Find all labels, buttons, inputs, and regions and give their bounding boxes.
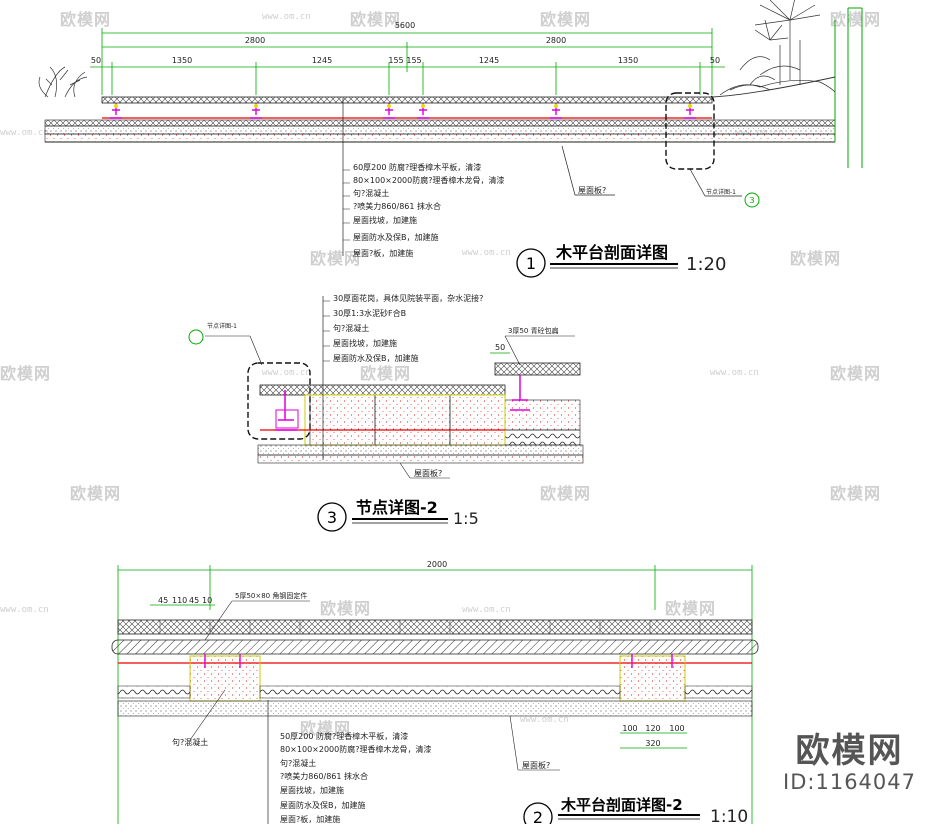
detail2-dim-b1: 120 bbox=[645, 724, 660, 733]
detail1-note-1: 80×100×2000防腐?理香樟木龙骨，清漆 bbox=[353, 175, 504, 185]
watermark-text: 欧模网 bbox=[0, 364, 52, 383]
detail2-dim-l0: 45 bbox=[158, 596, 168, 605]
watermark-url: www.om.cn bbox=[0, 128, 49, 138]
detail2-concrete-label: 句?混凝土 bbox=[172, 737, 208, 747]
watermark-text: 欧模网 bbox=[830, 364, 882, 383]
watermark-url: www.om.cn bbox=[710, 368, 759, 378]
detail1-supports bbox=[110, 103, 696, 119]
detail3-note-2: 句?混凝土 bbox=[333, 323, 369, 333]
detail2-scale: 1:10 bbox=[710, 807, 748, 824]
detail2-note-5: 屋面防水及保B，加建施 bbox=[280, 800, 366, 810]
brand-logo: 欧模网 bbox=[795, 731, 904, 771]
detail1-node-ref: 节点详图-1 bbox=[706, 188, 736, 196]
detail1-dim-row: 50 1350 1245 155 155 1245 1350 50 bbox=[91, 56, 720, 65]
detail1-roof-label: 屋面板? bbox=[578, 185, 606, 195]
watermark-text: 欧模网 bbox=[790, 249, 842, 268]
detail1-number: 1 bbox=[526, 254, 536, 273]
detail1-dim-total: 5600 bbox=[395, 21, 415, 30]
detail3-note-3: 屋面找坡，加建施 bbox=[333, 338, 397, 348]
detail1-plants-left bbox=[38, 66, 88, 98]
detail2-dim-l2: 45 bbox=[189, 596, 199, 605]
watermark-url: www.om.cn bbox=[462, 605, 511, 615]
detail2-note-4: 屋面找坡，加建施 bbox=[280, 785, 344, 795]
detail2-notes: 50厚200 防腐?理香樟木平板，清漆 80×100×2000防腐?理香樟木龙骨… bbox=[280, 731, 431, 824]
brand-id: ID:1164047 bbox=[783, 770, 916, 794]
detail2-number: 2 bbox=[533, 808, 543, 824]
watermark-text: 欧模网 bbox=[300, 719, 352, 738]
detail1-dim-0: 50 bbox=[91, 56, 101, 65]
detail1-dim-1: 1350 bbox=[172, 56, 192, 65]
detail3-roof-label: 屋面板? bbox=[414, 468, 442, 478]
detail1-dim-5: 1245 bbox=[479, 56, 499, 65]
detail3-note-1: 30厚1:3水泥砂F合B bbox=[333, 308, 406, 318]
detail1-node-ref-num: 3 bbox=[749, 196, 754, 205]
detail1-dim-6: 1350 bbox=[618, 56, 638, 65]
detail1-dim-half-left: 2800 bbox=[245, 36, 265, 45]
detail-1-section: 5600 2800 2800 50 1350 1245 155 155 1245… bbox=[38, 0, 863, 278]
detail3-notes: 30厚面花岗，具体见院装平面，杂水泥接? 30厚1:3水泥砂F合B 句?混凝土 … bbox=[333, 293, 483, 363]
detail2-title: 木平台剖面详图-2 bbox=[560, 796, 683, 814]
detail3-top-note: 3厚50 青砼包扁 bbox=[508, 326, 559, 335]
detail2-note-3: ?喷美力860/861 抹水合 bbox=[280, 771, 368, 781]
detail2-dim-total: 2000 bbox=[427, 560, 447, 569]
watermark-text: 欧模网 bbox=[830, 484, 882, 503]
watermark-url: www.om.cn bbox=[262, 368, 311, 378]
watermark-text: 欧模网 bbox=[540, 10, 592, 29]
watermark-text: 欧模网 bbox=[70, 484, 122, 503]
detail1-dim-7: 50 bbox=[710, 56, 720, 65]
watermark-url: www.om.cn bbox=[520, 715, 569, 725]
detail1-plants-right bbox=[711, 0, 836, 98]
detail1-note-0: 60厚200 防腐?理香樟木平板，清漆 bbox=[353, 162, 481, 172]
detail1-note-3: ?喷美力860/861 抹水合 bbox=[353, 201, 441, 211]
watermark-text: 欧模网 bbox=[540, 484, 592, 503]
detail2-angle-note: 5厚50×80 角钢固定件 bbox=[235, 591, 307, 600]
detail1-dim-3: 155 bbox=[388, 56, 403, 65]
detail3-number: 3 bbox=[327, 508, 337, 527]
detail1-notes: 60厚200 防腐?理香樟木平板，清漆 80×100×2000防腐?理香樟木龙骨… bbox=[353, 162, 504, 258]
detail1-dim-2: 1245 bbox=[312, 56, 332, 65]
detail1-scale: 1:20 bbox=[686, 254, 726, 275]
watermark-text: 欧模网 bbox=[830, 10, 882, 29]
detail3-note-0: 30厚面花岗，具体见院装平面，杂水泥接? bbox=[333, 293, 483, 303]
detail1-dim-half-right: 2800 bbox=[546, 36, 566, 45]
detail2-dim-l3: 10 bbox=[202, 596, 212, 605]
detail2-note-0: 50厚200 防腐?理香樟木平板，清漆 bbox=[280, 731, 408, 741]
watermark-text: 欧模网 bbox=[320, 599, 372, 618]
watermark-text: 欧模网 bbox=[665, 599, 717, 618]
detail3-left-ref: 节点详图-1 bbox=[207, 322, 237, 330]
detail2-dim-b2: 100 bbox=[669, 724, 684, 733]
detail-3-node: 节点详图-1 30厚面花岗，具体见院装平面，杂水泥接? 30厚1:3水泥砂F合B… bbox=[188, 293, 584, 532]
detail1-note-6: 屋面?板，加建施 bbox=[353, 248, 413, 258]
watermark-text: 欧模网 bbox=[360, 364, 412, 383]
watermark-url: www.om.cn bbox=[262, 12, 311, 22]
detail2-note-6: 屋面?板，加建施 bbox=[280, 814, 340, 824]
brand-stamp: 欧模网 ID:1164047 bbox=[783, 732, 916, 794]
detail3-note-4: 屋面防水及保B，加建施 bbox=[333, 353, 419, 363]
detail1-note-4: 屋面找坡，加建施 bbox=[353, 215, 417, 225]
detail1-note-2: 句?混凝土 bbox=[353, 188, 389, 198]
detail-2-section: 2000 45 110 45 10 5厚50×80 角钢固定件 bbox=[111, 560, 759, 824]
watermark-text: 欧模网 bbox=[310, 249, 362, 268]
detail2-note-1: 80×100×2000防腐?理香樟木龙骨，清漆 bbox=[280, 744, 431, 754]
detail2-dim-sum: 320 bbox=[645, 739, 660, 748]
detail3-scale: 1:5 bbox=[453, 509, 479, 528]
detail1-title: 木平台剖面详图 bbox=[555, 243, 668, 262]
detail2-dim-l1: 110 bbox=[172, 596, 187, 605]
detail2-dim-b0: 100 bbox=[622, 724, 637, 733]
watermark-text: 欧模网 bbox=[350, 10, 402, 29]
detail3-dim-50: 50 bbox=[495, 343, 505, 352]
detail2-roof-label: 屋面板? bbox=[522, 760, 550, 770]
watermark-url: www.om.cn bbox=[462, 248, 511, 258]
detail3-title: 节点详图-2 bbox=[356, 498, 438, 517]
detail1-dim-4: 155 bbox=[406, 56, 421, 65]
detail1-note-5: 屋面防水及保B，加建施 bbox=[353, 232, 439, 242]
detail2-note-2: 句?混凝土 bbox=[280, 758, 316, 768]
watermark-text: 欧模网 bbox=[60, 10, 112, 29]
watermark-url: www.om.cn bbox=[0, 605, 49, 615]
